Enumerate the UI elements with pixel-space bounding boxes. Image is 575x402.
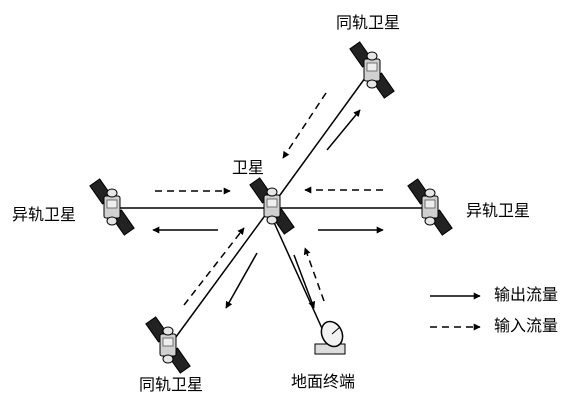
legend-output-label: 输出流量 xyxy=(494,285,559,304)
output-arrow-to-ground xyxy=(293,254,316,309)
left-satellite-icon xyxy=(88,177,136,237)
left-satellite-label: 异轨卫星 xyxy=(12,205,77,224)
center-satellite-label: 卫星 xyxy=(232,158,265,177)
right-satellite-label: 异轨卫星 xyxy=(466,201,531,220)
link-center-ground xyxy=(271,217,326,336)
legend-input-label: 输入流量 xyxy=(494,316,559,335)
link-center-bottom xyxy=(169,205,273,346)
input-arrow-from-bottom xyxy=(183,227,245,306)
top-satellite-label: 同轨卫星 xyxy=(336,13,401,32)
input-arrow-from-ground xyxy=(303,247,325,302)
ground-terminal-label: 地面终端 xyxy=(291,372,356,391)
ground-terminal-icon xyxy=(314,320,346,355)
right-satellite-icon xyxy=(406,177,454,237)
link-center-top xyxy=(271,73,369,207)
center-satellite-icon xyxy=(248,176,296,236)
bottom-satellite-label: 同轨卫星 xyxy=(139,375,204,394)
output-arrow-to-top xyxy=(326,109,361,151)
output-arrow-to-bottom xyxy=(225,252,258,309)
input-arrow-from-top xyxy=(282,92,327,159)
